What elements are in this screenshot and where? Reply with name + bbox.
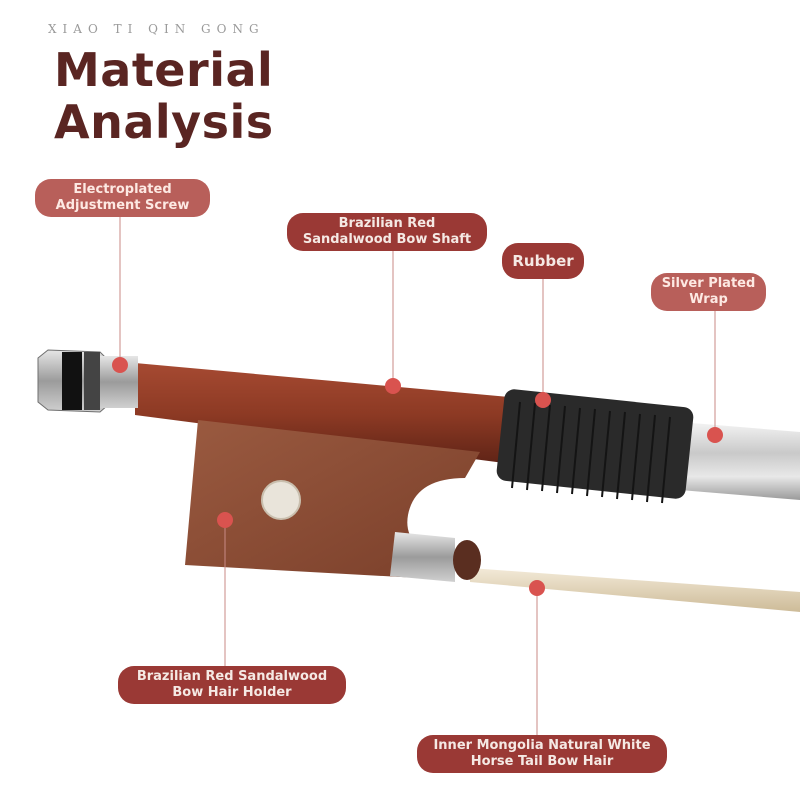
brand-name: XIAO TI QIN GONG <box>48 22 265 36</box>
wrap-marker <box>707 427 723 443</box>
label-bow-hair: Inner Mongolia Natural White Horse Tail … <box>417 735 667 773</box>
label-bow-hair-holder: Brazilian Red Sandalwood Bow Hair Holder <box>118 666 346 704</box>
label-bow-shaft: Brazilian Red Sandalwood Bow Shaft <box>287 213 487 251</box>
label-rubber: Rubber <box>502 243 584 279</box>
page-title-line1: Material <box>54 43 274 97</box>
rubber-grip <box>496 389 694 499</box>
bow-shaft <box>135 363 520 465</box>
silver-wrap <box>680 422 800 500</box>
page-title: Material Analysis <box>54 44 274 148</box>
holder-marker <box>217 512 233 528</box>
screw-marker <box>112 357 128 373</box>
rubber-marker <box>535 392 551 408</box>
hair-marker <box>529 580 545 596</box>
frog-eye-inlay <box>261 480 301 520</box>
shaft-marker <box>385 378 401 394</box>
frog-ferrule <box>390 532 455 582</box>
page-title-line2: Analysis <box>54 95 274 149</box>
bow-hair <box>470 568 800 612</box>
label-silver-wrap: Silver Plated Wrap <box>651 273 766 311</box>
label-adjustment-screw: Electroplated Adjustment Screw <box>35 179 210 217</box>
